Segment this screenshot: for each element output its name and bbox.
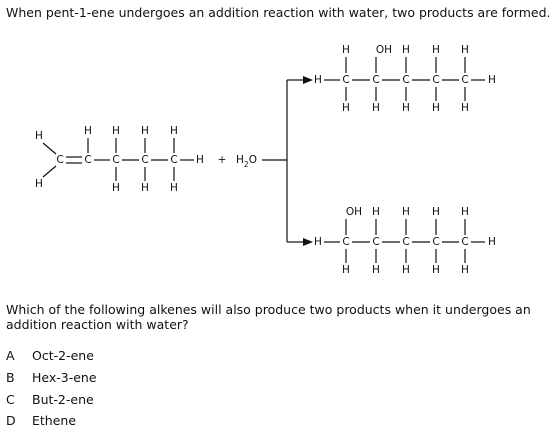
option-letter: A bbox=[6, 348, 15, 363]
atom-c: C bbox=[432, 236, 439, 248]
option-text: Ethene bbox=[32, 413, 77, 428]
atom-c: C bbox=[402, 236, 409, 248]
atom-h: H bbox=[170, 182, 178, 194]
arrow-head bbox=[303, 238, 313, 246]
atom-h: H bbox=[35, 178, 43, 190]
atom-h: H bbox=[432, 44, 440, 56]
atom-h: H bbox=[461, 102, 469, 114]
atom-c: C bbox=[461, 74, 468, 86]
atom-h: H bbox=[432, 102, 440, 114]
atom-h: H bbox=[402, 264, 410, 276]
atom-h: H bbox=[342, 102, 350, 114]
atom-h: H bbox=[84, 125, 92, 137]
arrow-head bbox=[303, 76, 313, 84]
option-letter: C bbox=[6, 392, 15, 407]
atom-h: H bbox=[141, 182, 149, 194]
atom-h: H bbox=[314, 74, 322, 86]
atom-c: C bbox=[112, 154, 119, 166]
atom-c: C bbox=[56, 154, 63, 166]
pent-1-ene-structure: H H C C C C C H H H H H H H H bbox=[35, 125, 204, 194]
atom-h: H bbox=[342, 44, 350, 56]
option-text: Oct-2-ene bbox=[32, 348, 94, 363]
hydroxyl-group: OH bbox=[346, 206, 362, 218]
plus-sign: + bbox=[218, 154, 227, 166]
atom-c: C bbox=[141, 154, 148, 166]
atom-c: C bbox=[432, 74, 439, 86]
atom-h: H bbox=[196, 154, 204, 166]
atom-c: C bbox=[372, 74, 379, 86]
atom-c: C bbox=[84, 154, 91, 166]
atom-h: H bbox=[461, 206, 469, 218]
atom-h: H bbox=[112, 125, 120, 137]
bond-line bbox=[42, 142, 57, 155]
atom-h: H bbox=[402, 102, 410, 114]
pentan-2-ol-structure: H C H H C OH H C H H C H H C H H H bbox=[314, 44, 496, 114]
atom-c: C bbox=[342, 236, 349, 248]
question-intro: When pent-1-ene undergoes an addition re… bbox=[6, 5, 549, 20]
atom-h: H bbox=[461, 44, 469, 56]
reaction-arrows bbox=[262, 76, 313, 246]
atom-c: C bbox=[402, 74, 409, 86]
atom-h: H bbox=[432, 206, 440, 218]
atom-h: H bbox=[35, 130, 43, 142]
atom-h: H bbox=[372, 264, 380, 276]
atom-h: H bbox=[402, 44, 410, 56]
atom-h: H bbox=[170, 125, 178, 137]
atom-c: C bbox=[461, 236, 468, 248]
atom-h: H bbox=[112, 182, 120, 194]
atom-h: H bbox=[432, 264, 440, 276]
atom-h: H bbox=[372, 102, 380, 114]
atom-h: H bbox=[461, 264, 469, 276]
atom-h: H bbox=[372, 206, 380, 218]
atom-h: H bbox=[402, 206, 410, 218]
atom-h: H bbox=[314, 236, 322, 248]
option-text: Hex-3-ene bbox=[32, 370, 97, 385]
atom-c: C bbox=[342, 74, 349, 86]
option-letter: D bbox=[6, 413, 16, 428]
option-text: But-2-ene bbox=[32, 392, 94, 407]
question-prompt: Which of the following alkenes will also… bbox=[6, 302, 531, 332]
atom-h: H bbox=[488, 236, 496, 248]
atom-h: H bbox=[141, 125, 149, 137]
pentan-1-ol-structure: H C OH H C H H C H H C H H C H H H bbox=[314, 206, 496, 276]
atom-c: C bbox=[170, 154, 177, 166]
hydroxyl-group: OH bbox=[376, 44, 392, 56]
water-reagent: + H2O bbox=[218, 154, 257, 169]
atom-h: H bbox=[342, 264, 350, 276]
atom-c: C bbox=[372, 236, 379, 248]
bond-line bbox=[42, 165, 57, 178]
option-letter: B bbox=[6, 370, 15, 385]
water-formula: H2O bbox=[236, 154, 257, 169]
atom-h: H bbox=[488, 74, 496, 86]
